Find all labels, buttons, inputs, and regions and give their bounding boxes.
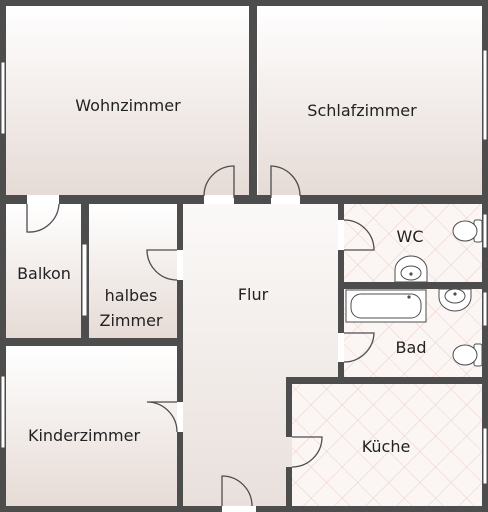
door-halbes-zimmer <box>146 249 178 281</box>
window-balkon-door <box>81 243 88 317</box>
sink-wc-icon <box>394 255 428 283</box>
window-wohnzimmer <box>0 61 6 135</box>
label-kueche: Küche <box>362 437 411 456</box>
door-bad <box>343 332 375 363</box>
kueche-floor <box>292 384 482 506</box>
halbes-zimmer-floor <box>89 204 177 338</box>
label-halbes-zimmer-line2: Zimmer <box>100 311 163 330</box>
doors <box>26 165 375 507</box>
label-schlafzimmer: Schlafzimmer <box>307 101 417 120</box>
window-schlafzimmer <box>482 49 488 141</box>
wohnzimmer-floor <box>6 6 249 195</box>
door-balkon <box>26 203 60 233</box>
door-kueche <box>291 436 323 468</box>
label-wc: WC <box>397 227 424 246</box>
label-kinderzimmer: Kinderzimmer <box>28 426 141 445</box>
kinderzimmer-floor <box>6 346 177 506</box>
fixtures <box>345 219 483 367</box>
sink-bad-icon <box>438 288 472 312</box>
window-kueche <box>482 427 488 485</box>
window-kinderzimmer <box>0 375 6 449</box>
schlafzimmer-floor <box>258 6 482 195</box>
window-wc <box>482 213 488 249</box>
door-entrance <box>221 475 253 507</box>
window-bad <box>482 291 488 327</box>
label-bad: Bad <box>396 338 427 357</box>
room-fills <box>6 6 482 506</box>
label-balkon: Balkon <box>17 264 71 283</box>
label-wohnzimmer: Wohnzimmer <box>75 96 181 115</box>
label-halbes-zimmer-line1: halbes <box>105 286 158 305</box>
room-labels: Wohnzimmer Schlafzimmer WC Balkon halbes… <box>17 96 426 456</box>
windows <box>0 49 488 485</box>
bathtub-icon <box>345 289 427 323</box>
door-wc <box>343 219 375 251</box>
toilet-bad-icon <box>452 343 483 367</box>
door-wohnzimmer <box>203 165 235 198</box>
door-kinderzimmer <box>146 401 178 433</box>
label-flur: Flur <box>238 285 269 304</box>
toilet-wc-icon <box>452 219 483 243</box>
door-schlafzimmer <box>270 165 301 198</box>
balkon-floor <box>6 204 81 338</box>
